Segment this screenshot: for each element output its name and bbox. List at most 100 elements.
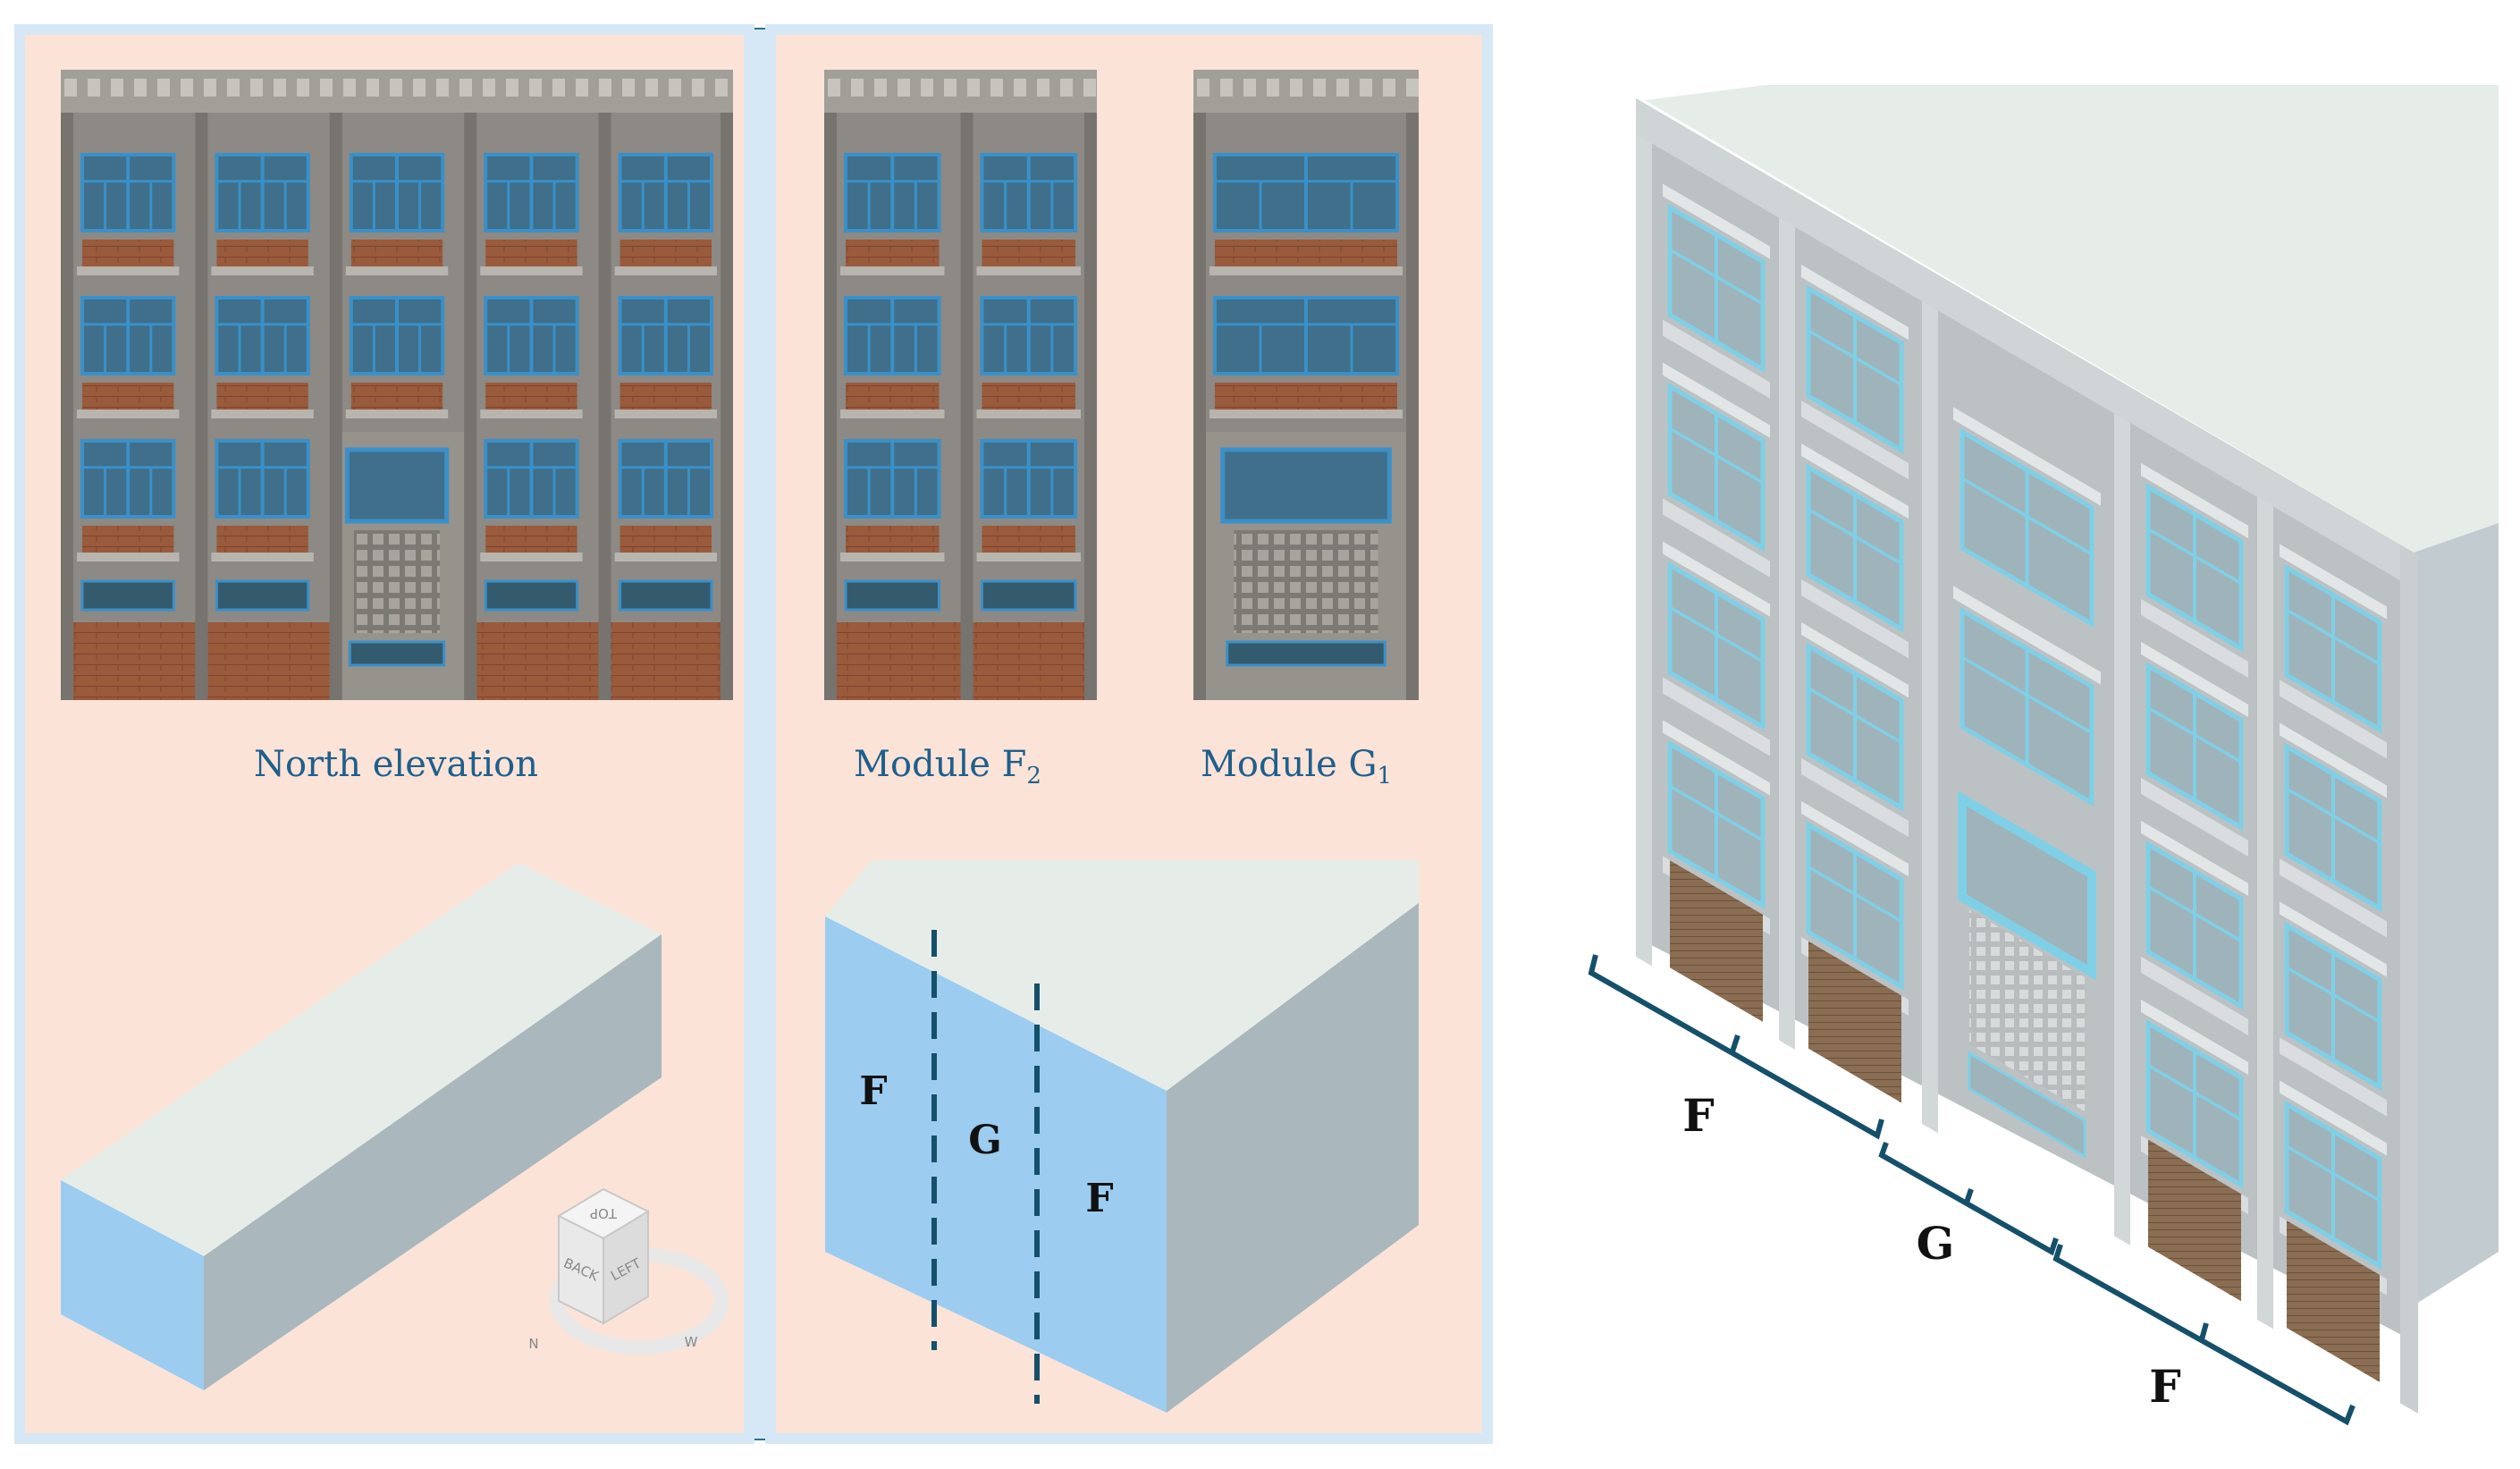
model-transom	[1962, 477, 2092, 556]
pilaster	[598, 113, 611, 700]
parapet-baluster	[1060, 79, 1073, 97]
model-sill	[2141, 641, 2248, 717]
model-pier	[1922, 265, 1938, 1134]
parapet-baluster	[88, 79, 100, 97]
parapet-baluster	[645, 79, 658, 97]
model-spandrel	[1801, 758, 1909, 838]
parapet-baluster	[1290, 79, 1302, 97]
bracket-g	[1878, 1141, 2059, 1256]
view-cube-left-face[interactable]	[603, 1210, 649, 1325]
spandrel-brick	[216, 526, 308, 553]
parapet-baluster	[1014, 79, 1026, 97]
parapet-baluster	[227, 79, 240, 97]
bracket-g-tick	[1964, 1188, 1974, 1203]
spandrel-brick	[1215, 383, 1397, 409]
parapet-baluster	[297, 79, 309, 97]
model-glass-block	[1969, 909, 2085, 1112]
model-mullion	[1715, 412, 1718, 522]
parapet-baluster	[874, 79, 887, 97]
divided-block-front-face	[825, 916, 1167, 1413]
spandrel-brick	[485, 526, 577, 553]
ground-brick	[611, 622, 733, 700]
view-cube-compass-n: N	[528, 1336, 538, 1352]
spandrel-brick	[82, 526, 174, 553]
module-brackets: F G F	[1588, 954, 2356, 1426]
parapet-baluster	[944, 79, 957, 97]
ground-brick	[973, 622, 1097, 700]
pilaster	[1084, 113, 1097, 700]
model-mullion	[1715, 770, 1718, 880]
parapet-baluster	[459, 79, 472, 97]
pilaster	[1193, 113, 1206, 700]
low-window	[80, 579, 175, 612]
model-pier	[2114, 377, 2130, 1245]
view-cube[interactable]: TOP BACK LEFT N W	[528, 1187, 729, 1355]
parapet-baluster	[204, 79, 216, 97]
model-mullion	[1853, 671, 1857, 782]
parapet-baluster	[1313, 79, 1326, 97]
spandrel-brick	[1215, 240, 1397, 266]
model-shutter	[2148, 1139, 2241, 1302]
pilaster	[1406, 113, 1419, 700]
model-mullion	[2025, 469, 2029, 587]
parapet-baluster	[1037, 79, 1049, 97]
parapet-baluster	[1383, 79, 1395, 97]
sill-band	[1209, 409, 1403, 418]
sill-band	[211, 553, 314, 561]
parapet-baluster	[134, 79, 147, 97]
parapet-baluster	[483, 79, 495, 97]
spandrel-brick	[216, 383, 308, 409]
massing-block-front-face	[61, 1180, 204, 1390]
spandrel-brick	[485, 383, 577, 409]
low-window	[348, 640, 446, 667]
model-shutter	[2287, 1220, 2380, 1382]
model-pier	[2257, 460, 2273, 1330]
ground-brick	[476, 622, 599, 700]
model-sill	[1953, 586, 2101, 685]
model-sill	[1663, 183, 1770, 259]
divided-block-top-face	[825, 860, 1419, 1091]
model-mullion	[1715, 233, 1718, 343]
model-mullion	[2193, 1049, 2196, 1160]
panel-inner-border-right	[765, 24, 1493, 1444]
spandrel-brick	[846, 526, 940, 553]
caption-module-g1-subscript: 1	[1378, 763, 1393, 789]
sill-band	[77, 266, 180, 275]
spandrel-brick	[982, 383, 1075, 409]
sill-band	[840, 409, 945, 418]
parapet-baluster	[250, 79, 263, 97]
model-sill	[1663, 541, 1770, 617]
sill-band	[77, 553, 180, 561]
caption-module-g1: Module G1	[1201, 744, 1392, 789]
sill-band	[840, 266, 945, 275]
view-cube-top-label: TOP	[590, 1205, 618, 1221]
bracket-f-left-tick	[1730, 1034, 1740, 1052]
parapet-baluster	[622, 79, 635, 97]
spandrel-brick	[982, 240, 1075, 266]
sill-band	[614, 409, 717, 418]
model-spandrel	[2280, 1037, 2387, 1117]
model-transom	[2148, 705, 2241, 764]
parapet-baluster	[1243, 79, 1256, 97]
glass-block-grille	[353, 530, 441, 633]
parapet-baluster	[692, 79, 704, 97]
massing-block-top-face	[61, 863, 662, 1256]
bracket-f-right-tick	[2199, 1322, 2209, 1340]
model-transom	[1670, 605, 1763, 663]
model-transom	[1808, 328, 1901, 387]
model-transom	[1808, 507, 1901, 566]
module-f2-photo	[824, 70, 1097, 700]
massing-block-simple	[61, 863, 662, 1390]
model-transom	[2287, 787, 2380, 845]
divided-block-side-face	[1167, 903, 1419, 1413]
model-low-window	[1968, 1051, 2086, 1159]
parapet-baluster	[715, 79, 728, 97]
sill-band	[976, 266, 1081, 275]
pilaster	[824, 113, 837, 700]
parapet-baluster	[64, 79, 77, 97]
model-spandrel	[2141, 956, 2248, 1035]
spandrel-brick	[846, 383, 940, 409]
low-window	[1226, 640, 1386, 667]
model-transom	[1670, 426, 1763, 485]
